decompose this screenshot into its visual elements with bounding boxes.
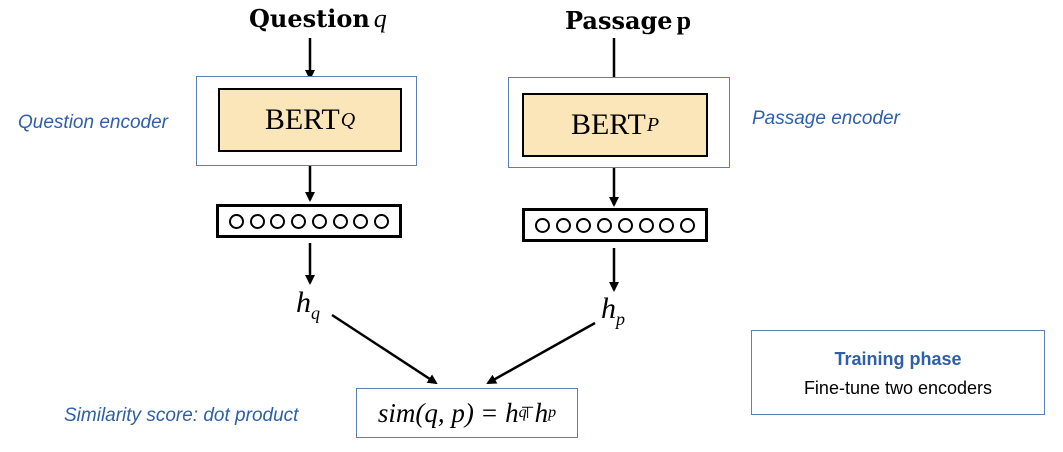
training-subtitle: Fine-tune two encoders bbox=[803, 378, 993, 398]
similarity-label: Similarity score: dot product bbox=[64, 405, 299, 426]
vector-element bbox=[311, 213, 327, 229]
sim-h2-sub: p bbox=[548, 404, 557, 421]
vector-element bbox=[597, 217, 613, 233]
training-title: Training phase bbox=[834, 349, 962, 369]
sim-h1-sub: q bbox=[518, 404, 527, 421]
vector-element bbox=[374, 213, 390, 229]
vector-element bbox=[332, 213, 348, 229]
arrow-hq-to-sim bbox=[331, 313, 438, 385]
question-input-variable: q bbox=[373, 4, 387, 33]
arrow-hp-to-sim bbox=[486, 321, 596, 385]
vector-element bbox=[249, 213, 265, 229]
hp-symbol: h bbox=[601, 292, 616, 325]
bert-question-subscript: Q bbox=[340, 108, 356, 131]
training-phase-box: Training phase Fine-tune two encoders bbox=[751, 330, 1045, 415]
question-encoder-label: Question encoder bbox=[18, 112, 168, 133]
hq-subscript: q bbox=[311, 303, 320, 323]
passage-vector bbox=[522, 208, 708, 242]
sim-h2: h bbox=[534, 397, 549, 428]
passage-embedding: hp bbox=[601, 292, 625, 330]
question-embedding: hq bbox=[296, 286, 320, 324]
vector-element bbox=[270, 213, 286, 229]
bert-passage-model: BERT bbox=[570, 108, 646, 141]
question-input-word: Question bbox=[249, 4, 370, 33]
hq-symbol: h bbox=[296, 286, 311, 319]
vector-element bbox=[638, 217, 654, 233]
vector-element bbox=[228, 213, 244, 229]
vector-element bbox=[534, 217, 550, 233]
vector-element bbox=[576, 217, 592, 233]
vector-element bbox=[659, 217, 675, 233]
vector-element bbox=[617, 217, 633, 233]
question-vector bbox=[216, 204, 402, 238]
vector-element bbox=[353, 213, 369, 229]
bert-question-model: BERT bbox=[264, 103, 340, 136]
vector-element bbox=[680, 217, 696, 233]
sim-equals: = bbox=[481, 397, 498, 428]
passage-input-variable: p bbox=[676, 6, 692, 35]
sim-h1: h bbox=[505, 397, 519, 428]
passage-input-word: Passage bbox=[565, 6, 673, 35]
hp-subscript: p bbox=[616, 309, 625, 329]
sim-lhs: sim(q, p) bbox=[377, 397, 474, 428]
bert-passage-subscript: P bbox=[646, 113, 660, 136]
vector-element bbox=[555, 217, 571, 233]
passage-encoder-label: Passage encoder bbox=[752, 108, 900, 129]
sim-h1-sup: ⊤ bbox=[520, 405, 535, 422]
vector-element bbox=[291, 213, 307, 229]
